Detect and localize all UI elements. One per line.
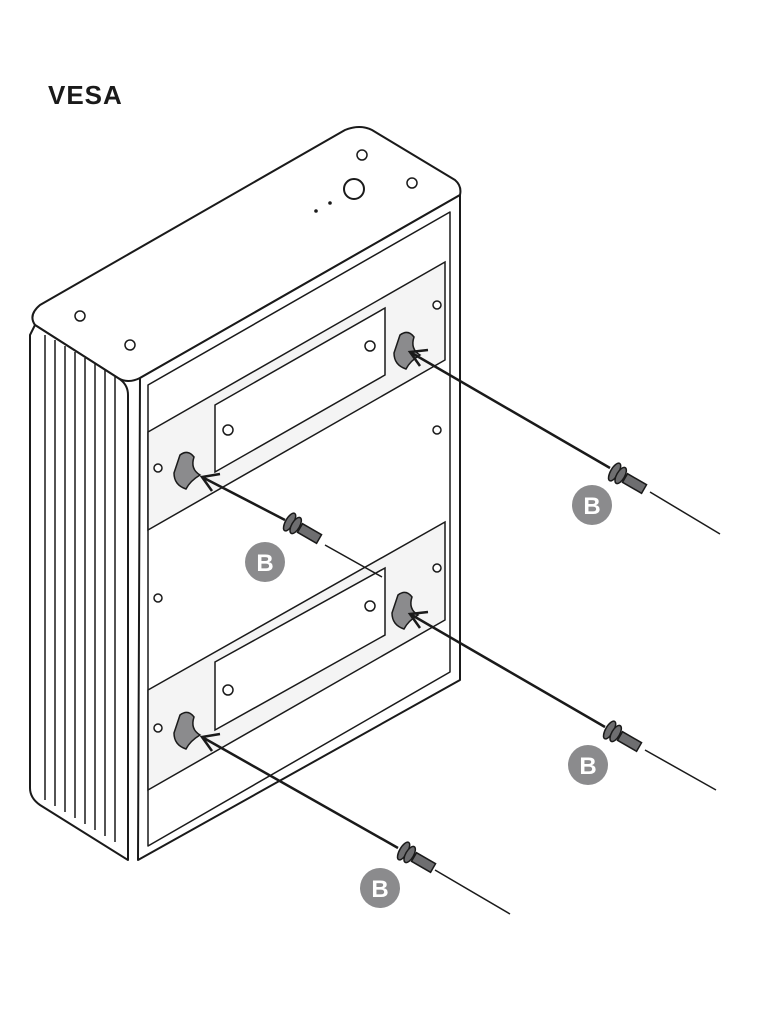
- guide-lines: [324, 491, 721, 915]
- vesa-brackets: [147, 260, 446, 792]
- screw-badge-1: B: [572, 485, 612, 525]
- screw-icon: [282, 512, 323, 545]
- power-button-icon: [343, 178, 365, 200]
- led-icon: [328, 201, 332, 205]
- screw-badge-4: B: [360, 868, 400, 908]
- keyhole-slots: [173, 331, 422, 750]
- badge-label: B: [583, 493, 600, 520]
- insertion-arrows: [199, 348, 611, 850]
- badge-label: B: [256, 550, 273, 577]
- screw-icon: [607, 462, 648, 495]
- led-icon: [314, 209, 318, 213]
- screw-badge-2: B: [245, 542, 285, 582]
- badge-label: B: [371, 876, 388, 903]
- screw-icon: [602, 720, 643, 753]
- screw-badge-3: B: [568, 745, 608, 785]
- heatsink-fins: [44, 335, 116, 842]
- screw-icon: [396, 841, 437, 874]
- badge-label: B: [579, 753, 596, 780]
- top-screws: [74, 149, 418, 351]
- screws: [282, 462, 648, 874]
- page-title: VESA: [48, 80, 123, 110]
